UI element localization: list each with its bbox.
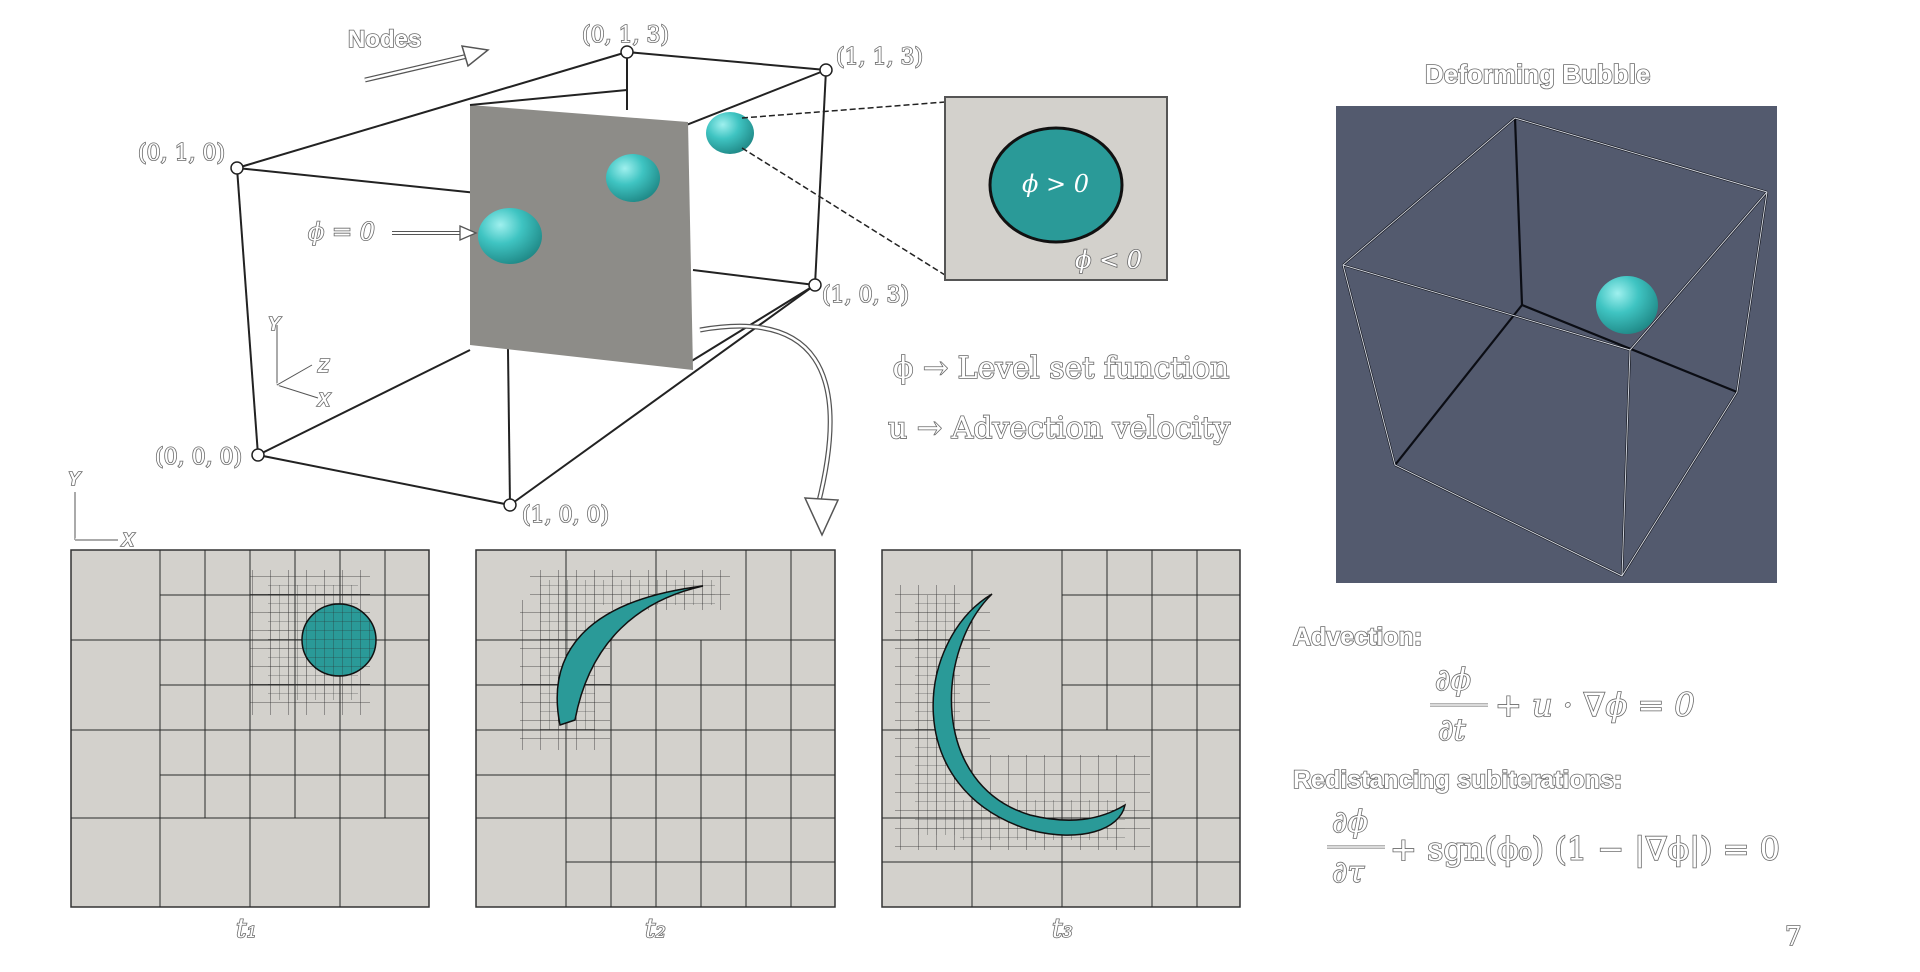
mesh-panel-t3: t₃ (881, 549, 1241, 945)
cube-axis-x: X (317, 390, 331, 410)
corner-label-113: (1, 1, 3) (836, 45, 923, 70)
node-013 (620, 45, 634, 59)
nodes-label: Nodes (348, 26, 421, 53)
inset-bubble (988, 126, 1124, 244)
bubble-panel: Deforming Bubble (1336, 58, 1777, 583)
cube-diagram: Nodes (0, 1, 3) (1, 1, 3) (0, 1, 0) (1, … (137, 22, 924, 529)
equations: Advection: ∂ϕ ∂t + u · ∇ϕ = 0 Redistanci… (1292, 622, 1781, 891)
redistancing-rest: + sgn(ϕ₀) (1 − |∇ϕ|) = 0 (1390, 830, 1780, 868)
advection-rest: + u · ∇ϕ = 0 (1495, 686, 1695, 724)
phi-zero-label: ϕ = 0 (308, 218, 375, 246)
mesh-axis-x: X (121, 530, 135, 550)
bubble-panel-title: Deforming Bubble (1425, 59, 1650, 89)
bubble-sphere-2 (606, 154, 660, 202)
mesh-panel-t2: t₂ (475, 549, 836, 945)
corner-label-010: (0, 1, 0) (138, 141, 225, 166)
mesh-axis-triad: Y X (67, 468, 136, 551)
node-000 (251, 448, 265, 462)
bubble-panel-background (1336, 106, 1777, 583)
mesh-label-t1: t₁ (236, 914, 257, 944)
corner-label-000: (0, 0, 0) (155, 445, 242, 470)
advection-label: Advection: (1293, 623, 1422, 651)
redistancing-label: Redistancing subiterations: (1293, 766, 1622, 794)
advection-denominator: ∂t (1438, 713, 1467, 748)
page-number: 7 (1785, 922, 1802, 952)
phi-zero-arrow-icon (392, 225, 478, 241)
corner-label-100: (1, 0, 0) (522, 503, 609, 528)
legend-u: u → Advection velocity (888, 411, 1230, 446)
redistancing-denominator: ∂τ (1332, 855, 1365, 890)
node-113 (819, 63, 833, 77)
inset-outside-label: ϕ < 0 (1075, 246, 1142, 274)
cube-axis-triad: Y Z X (267, 313, 332, 411)
legend-phi: ϕ → Level set function (893, 351, 1230, 386)
node-010 (230, 161, 244, 175)
mesh-panel-t1: t₁ (70, 549, 430, 945)
t3-level-set (932, 593, 1127, 836)
panel-bubble-sphere (1596, 276, 1658, 334)
redistancing-numerator: ∂ϕ (1332, 805, 1368, 840)
mesh-label-t2: t₂ (645, 914, 666, 944)
inset-inside-label: ϕ > 0 (1022, 170, 1089, 198)
node-100 (503, 498, 517, 512)
mesh-axis-y: Y (68, 469, 82, 489)
t2-level-set (556, 585, 704, 726)
nodes-arrow-icon (364, 45, 490, 83)
cube-axis-z: Z (317, 356, 330, 376)
curved-arrow-icon (699, 323, 840, 537)
mesh-label-t3: t₃ (1052, 914, 1073, 944)
bubble-sphere-1 (478, 208, 542, 264)
node-103 (808, 278, 822, 292)
bubble-sphere-3 (706, 112, 754, 154)
cube-axis-y: Y (268, 314, 282, 334)
advection-numerator: ∂ϕ (1435, 663, 1471, 698)
zoom-inset: ϕ > 0 ϕ < 0 (741, 96, 1168, 281)
corner-label-103: (1, 0, 3) (822, 283, 909, 308)
corner-label-013: (0, 1, 3) (582, 23, 669, 48)
